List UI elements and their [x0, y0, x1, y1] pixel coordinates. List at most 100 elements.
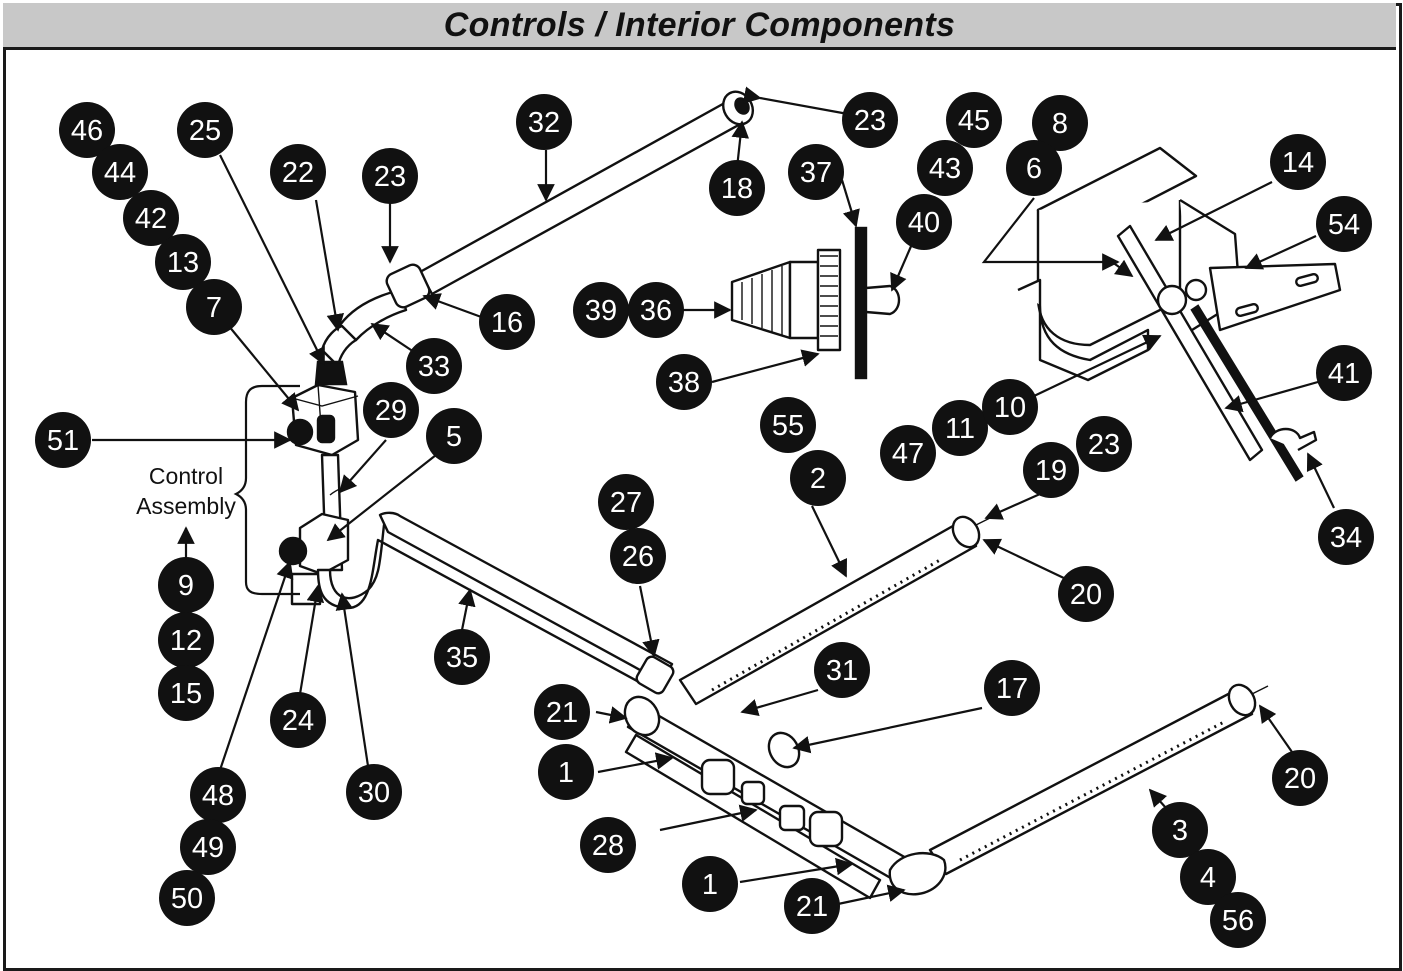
- callout-46: 46: [59, 102, 115, 158]
- callout-number: 34: [1330, 522, 1362, 554]
- callout-circle: [709, 160, 765, 216]
- callout-number: 31: [826, 655, 858, 687]
- callout-14: 14: [1270, 134, 1326, 190]
- callout-circle: [1076, 416, 1132, 472]
- callout-number: 35: [446, 642, 478, 674]
- callout-21: 21: [534, 684, 590, 740]
- callout-circle: [842, 92, 898, 148]
- callout-circle: [35, 412, 91, 468]
- callout-38: 38: [656, 354, 712, 410]
- burner-tube-upper: [678, 515, 991, 706]
- callout-circle: [534, 684, 590, 740]
- callout-9: 9: [158, 557, 214, 613]
- callout-48: 48: [190, 767, 246, 823]
- callout-number: 10: [994, 392, 1026, 424]
- callout-49: 49: [180, 819, 236, 875]
- callout-circle: [917, 140, 973, 196]
- callout-circle: [270, 692, 326, 748]
- callout-circle: [610, 528, 666, 584]
- callout-circle: [158, 612, 214, 668]
- callout-circle: [1006, 140, 1062, 196]
- pilot-bracket: [1017, 146, 1342, 482]
- pipe-fittings-top: [314, 263, 431, 386]
- callout-44: 44: [92, 144, 148, 200]
- callout-circle: [270, 144, 326, 200]
- callout-6: 6: [1006, 140, 1062, 196]
- callout-number: 3: [1172, 815, 1188, 847]
- callout-27: 27: [598, 474, 654, 530]
- callout-5: 5: [426, 408, 482, 464]
- callout-number: 26: [622, 541, 654, 573]
- callout-35: 35: [434, 629, 490, 685]
- callout-number: 30: [358, 777, 390, 809]
- callout-circle: [123, 190, 179, 246]
- callout-circle: [946, 92, 1002, 148]
- callout-54: 54: [1316, 196, 1372, 252]
- callout-circle: [92, 144, 148, 200]
- callout-circle: [155, 234, 211, 290]
- control-assembly-line-1: Control: [148, 463, 224, 489]
- callout-number: 41: [1328, 358, 1360, 390]
- callout-31: 31: [814, 642, 870, 698]
- callout-circle: [880, 425, 936, 481]
- callout-circle: [1032, 95, 1088, 151]
- callout-circle: [538, 744, 594, 800]
- callout-21: 21: [784, 878, 840, 934]
- callout-23: 23: [842, 92, 898, 148]
- callout-number: 1: [558, 757, 574, 789]
- callout-number: 20: [1284, 763, 1316, 795]
- callout-13: 13: [155, 234, 211, 290]
- callout-circle: [1272, 750, 1328, 806]
- callout-circle: [362, 148, 418, 204]
- callout-45: 45: [946, 92, 1002, 148]
- callout-40: 40: [896, 194, 952, 250]
- callout-8: 8: [1032, 95, 1088, 151]
- callout-number: 39: [585, 295, 617, 327]
- callout-circle: [1152, 802, 1208, 858]
- control-assembly-label: Control Assembly: [130, 461, 242, 521]
- callout-number: 21: [546, 697, 578, 729]
- callout-circle: [177, 102, 233, 158]
- callout-41: 41: [1316, 345, 1372, 401]
- callout-circle: [158, 665, 214, 721]
- callout-34: 34: [1318, 509, 1374, 565]
- callout-26: 26: [610, 528, 666, 584]
- callout-3: 3: [1152, 802, 1208, 858]
- callout-30: 30: [346, 764, 402, 820]
- callout-51: 51: [35, 412, 91, 468]
- callout-number: 44: [104, 157, 136, 189]
- callout-47: 47: [880, 425, 936, 481]
- callout-number: 19: [1035, 455, 1067, 487]
- pilot-orifice-assembly: [730, 226, 901, 380]
- callout-43: 43: [917, 140, 973, 196]
- page-title: Controls / Interior Components: [443, 5, 956, 44]
- callout-17: 17: [984, 660, 1040, 716]
- callout-circle: [346, 764, 402, 820]
- callout-number: 8: [1052, 108, 1068, 140]
- callout-number: 17: [996, 673, 1028, 705]
- callout-number: 22: [282, 157, 314, 189]
- callout-number: 1: [702, 869, 718, 901]
- callout-number: 2: [810, 463, 826, 495]
- callout-number: 24: [282, 705, 314, 737]
- callout-circle: [573, 282, 629, 338]
- callout-circle: [598, 474, 654, 530]
- callout-number: 54: [1328, 209, 1360, 241]
- callout-number: 5: [446, 421, 462, 453]
- callout-circle: [190, 767, 246, 823]
- callout-42: 42: [123, 190, 179, 246]
- callout-circle: [1316, 345, 1372, 401]
- callout-circle: [363, 382, 419, 438]
- callout-1: 1: [538, 744, 594, 800]
- callout-number: 18: [721, 173, 753, 205]
- callout-number: 51: [47, 425, 79, 457]
- callout-25: 25: [177, 102, 233, 158]
- callout-circle: [158, 557, 214, 613]
- control-assembly-brace: [233, 384, 300, 596]
- callout-7: 7: [186, 279, 242, 335]
- callout-number: 28: [592, 830, 624, 862]
- callout-number: 38: [668, 367, 700, 399]
- callout-number: 47: [892, 438, 924, 470]
- callout-circle: [1270, 134, 1326, 190]
